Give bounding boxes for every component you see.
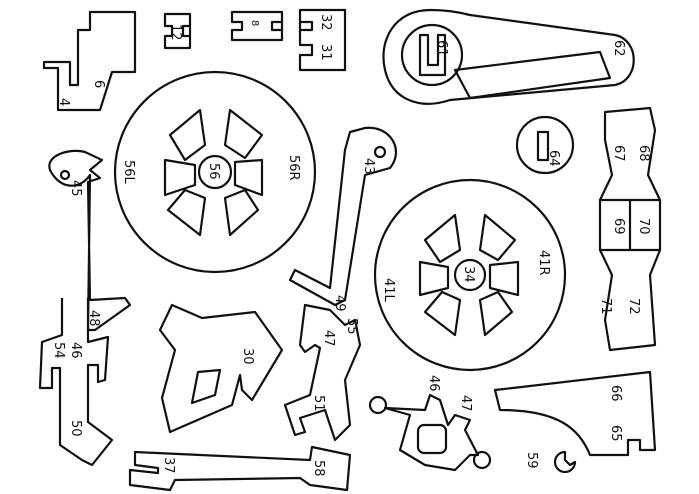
part-45-48: 45 48 [48,149,132,332]
svg-text:72: 72 [626,298,641,315]
svg-text:32: 32 [318,14,333,31]
wheel-56: 56 56L 56R [113,70,317,274]
svg-text:55: 55 [344,318,359,335]
part-32-31: 32 31 [298,8,347,72]
svg-text:31: 31 [318,44,333,61]
svg-text:48: 48 [86,310,101,327]
part-64: 64 [515,115,575,175]
svg-text:12: 12 [168,24,183,41]
svg-text:56L: 56L [121,160,136,185]
svg-text:47: 47 [321,330,336,347]
svg-text:67: 67 [611,145,626,162]
svg-text:49: 49 [332,295,347,312]
svg-text:56R: 56R [286,155,301,181]
svg-text:46: 46 [68,342,83,359]
part-61-62: 61 62 [382,8,635,105]
part-30: 30 [158,303,284,434]
part-67-72: 67 68 69 70 71 72 [598,106,662,352]
svg-text:66: 66 [608,385,623,402]
svg-text:68: 68 [636,145,651,162]
part-37-58: 37 58 [128,445,352,492]
svg-text:51: 51 [311,395,326,412]
svg-text:34: 34 [461,266,476,283]
svg-text:47: 47 [458,395,473,412]
svg-text:45: 45 [68,180,83,197]
part-46-47-handlebar: 46 47 [368,375,492,472]
svg-text:56: 56 [206,163,221,180]
svg-text:43: 43 [361,158,376,175]
part-47-55-51: 55 47 51 [283,303,362,442]
svg-text:41L: 41L [381,278,396,303]
svg-text:59: 59 [524,452,539,469]
svg-text:62: 62 [611,40,626,57]
svg-text:64: 64 [546,150,561,167]
svg-text:37: 37 [161,457,176,474]
svg-text:8: 8 [249,20,260,26]
svg-text:6: 6 [91,80,106,88]
svg-text:30: 30 [240,348,255,365]
svg-text:41R: 41R [536,250,551,276]
svg-text:58: 58 [311,460,326,477]
part-59: 59 [524,450,577,474]
svg-text:71: 71 [598,298,613,315]
svg-text:61: 61 [434,40,449,57]
svg-text:54: 54 [51,342,66,359]
svg-text:46: 46 [426,375,441,392]
svg-text:4: 4 [56,98,71,106]
svg-text:65: 65 [608,425,623,442]
wheel-34: 34 41L 41R [373,178,567,372]
part-43-49: 43 49 [288,126,397,312]
svg-text:50: 50 [68,420,83,437]
part-12: 12 [163,12,192,50]
part-4-6: 4 6 [42,10,137,112]
part-66-65: 66 65 [493,370,657,457]
svg-text:69: 69 [611,218,626,235]
svg-text:70: 70 [636,218,651,235]
part-46-54-50: 54 46 50 [38,298,114,467]
part-8: 8 [230,10,284,42]
